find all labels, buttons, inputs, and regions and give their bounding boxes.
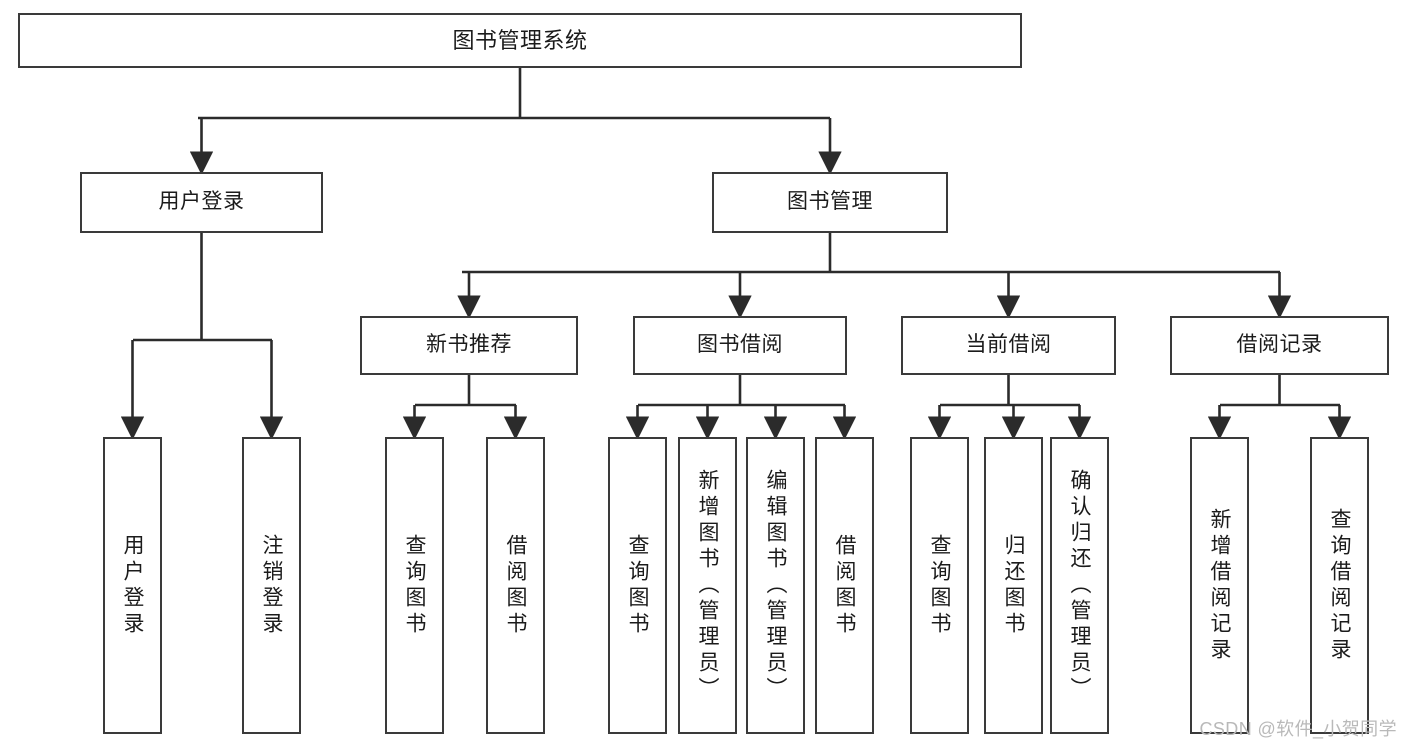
node-leaf-return[interactable]: 归还图书 [984,437,1043,734]
node-leaf-query-1[interactable]: 查询图书 [385,437,444,734]
node-label-leaf-logout: 注销登录 [260,533,283,638]
node-leaf-query-3[interactable]: 查询图书 [910,437,969,734]
node-label-current-borrow: 当前借阅 [965,333,1052,357]
node-root[interactable]: 图书管理系统 [18,13,1022,68]
node-label-book-manage: 图书管理 [787,190,873,214]
node-label-leaf-query-rec: 查询借阅记录 [1328,507,1351,664]
node-label-leaf-query-2: 查询图书 [626,533,649,638]
node-leaf-borrow-1[interactable]: 借阅图书 [486,437,545,734]
node-label-leaf-user-login: 用户登录 [121,533,144,638]
node-borrow-record[interactable]: 借阅记录 [1170,316,1389,375]
node-leaf-query-2[interactable]: 查询图书 [608,437,667,734]
node-current-borrow[interactable]: 当前借阅 [901,316,1116,375]
node-label-leaf-query-3: 查询图书 [928,533,951,638]
node-label-leaf-add-rec: 新增借阅记录 [1208,507,1231,664]
node-leaf-query-rec[interactable]: 查询借阅记录 [1310,437,1369,734]
node-label-leaf-confirm: 确认归还（管理员） [1068,468,1091,703]
node-new-book-rec[interactable]: 新书推荐 [360,316,578,375]
node-label-borrow-record: 借阅记录 [1236,333,1323,357]
node-label-leaf-add-book: 新增图书（管理员） [696,468,719,703]
node-user-login[interactable]: 用户登录 [80,172,323,233]
node-leaf-edit-book[interactable]: 编辑图书（管理员） [746,437,805,734]
node-label-root: 图书管理系统 [452,27,588,53]
node-leaf-logout[interactable]: 注销登录 [242,437,301,734]
node-leaf-user-login[interactable]: 用户登录 [103,437,162,734]
node-label-leaf-edit-book: 编辑图书（管理员） [764,468,787,703]
node-label-leaf-return: 归还图书 [1002,533,1025,638]
node-leaf-confirm[interactable]: 确认归还（管理员） [1050,437,1109,734]
node-label-leaf-query-1: 查询图书 [403,533,426,638]
node-label-new-book-rec: 新书推荐 [426,333,512,357]
node-leaf-add-book[interactable]: 新增图书（管理员） [678,437,737,734]
node-label-book-borrow: 图书借阅 [697,333,783,357]
node-book-borrow[interactable]: 图书借阅 [633,316,847,375]
node-label-leaf-borrow-2: 借阅图书 [833,533,856,638]
node-label-leaf-borrow-1: 借阅图书 [504,533,527,638]
node-leaf-add-rec[interactable]: 新增借阅记录 [1190,437,1249,734]
node-label-user-login: 用户登录 [158,190,245,214]
node-leaf-borrow-2[interactable]: 借阅图书 [815,437,874,734]
node-book-manage[interactable]: 图书管理 [712,172,948,233]
